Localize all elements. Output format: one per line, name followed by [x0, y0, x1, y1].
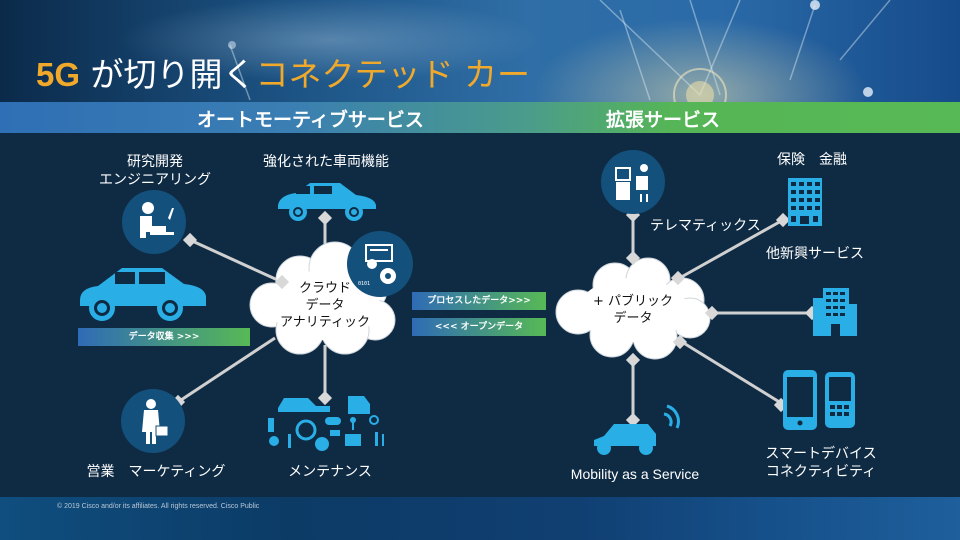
enhanced-vehicle-car-icon [278, 183, 376, 221]
salesman-with-briefcase-icon [121, 389, 185, 453]
emerging-services-building-icon [813, 288, 857, 336]
insurance-finance-building-icon [788, 178, 822, 226]
network-background-graphic [228, 0, 891, 102]
title-connected-car: コネクテッド カー [255, 55, 531, 94]
label-emerging-services: 他新興サービス [766, 246, 864, 262]
label-enhanced-vehicle: 強化された車両機能 [263, 154, 389, 170]
label-insurance-finance: 保険 金融 [777, 152, 847, 168]
label-cloud-data-analytics: クラウド データ アナリティック [270, 280, 380, 331]
smart-devices-icon [783, 370, 855, 430]
smart-line1: スマートデバイス [765, 446, 877, 462]
mobility-service-vehicle-icon [594, 404, 680, 455]
cloud-line1: クラウド [298, 281, 351, 296]
label-sales-marketing: 営業 マーケティング [86, 464, 226, 480]
label-rd-line2: エンジニアリング [99, 172, 211, 188]
data-source-car-icon [80, 268, 206, 321]
slide-title: 5G が切り開くコネクテッド カー [36, 48, 530, 96]
label-rd-line1: 研究開発 [127, 154, 183, 170]
section-header-band: オートモーティブサービス 拡張サービス [0, 102, 960, 133]
processed-data-arrow-bar: プロセスしたデータ>>> [412, 292, 546, 310]
section-automotive-services: オートモーティブサービス [197, 109, 424, 131]
label-maintenance: メンテナンス [288, 464, 372, 480]
label-mobility-as-a-service: Mobility as a Service [570, 466, 700, 482]
label-rd-engineering: 研究開発 エンジニアリング [80, 153, 230, 189]
public-cloud-line1: + パブリック [592, 294, 674, 309]
engineer-at-laptop-icon [122, 190, 186, 254]
label-public-data-cloud: + パブリック データ [578, 293, 688, 327]
label-smart-device-connectivity: スマートデバイス コネクティビティ [756, 445, 886, 481]
cloud-line3: アナリティック [280, 315, 370, 330]
cloud-public-data [555, 257, 711, 360]
hero-banner: 5G が切り開くコネクテッド カー [0, 0, 960, 102]
cloud-data-analytics [249, 241, 396, 355]
title-5g: 5G [36, 56, 81, 93]
title-middle: が切り開く [80, 55, 256, 94]
cloud-line2: データ [305, 298, 345, 313]
maintenance-parts-icon [268, 396, 384, 451]
data-collection-arrow-bar: データ収集 >>> [78, 328, 250, 346]
analytics-gears-icon: 0101 [347, 231, 413, 297]
copyright-notice: © 2019 Cisco and/or its affiliates. All … [57, 503, 260, 510]
telematics-operator-icon [601, 150, 665, 214]
open-data-arrow-bar: <<< オープンデータ [412, 318, 546, 336]
svg-text:0101: 0101 [358, 281, 370, 287]
public-cloud-line2: データ [613, 311, 653, 326]
footer: © 2019 Cisco and/or its affiliates. All … [0, 497, 960, 540]
smart-line2: コネクティビティ [765, 464, 877, 480]
label-telematics: テレマティックス [650, 218, 761, 234]
section-extended-services: 拡張サービス [606, 109, 721, 131]
